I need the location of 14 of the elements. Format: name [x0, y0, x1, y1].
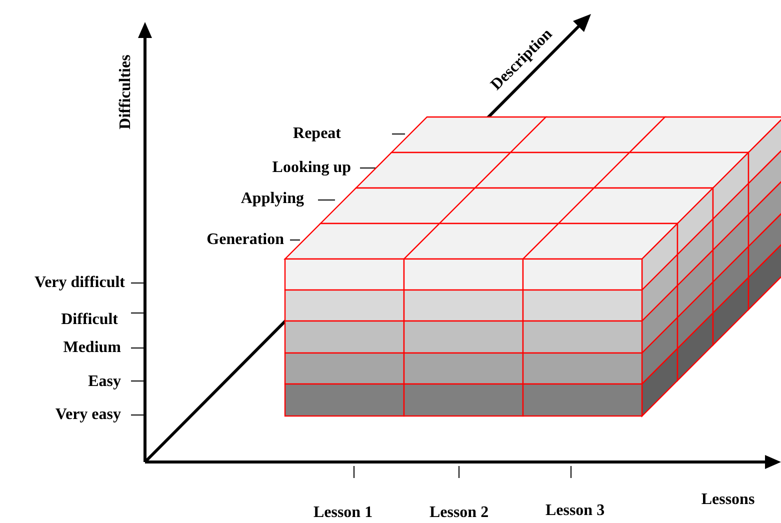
tick-label: Lesson 1 — [313, 505, 373, 521]
tick-label: Lesson 3 — [545, 503, 605, 519]
tick-label: Medium — [63, 340, 121, 356]
tick-label: Generation — [206, 232, 284, 248]
tick-label: Difficult — [61, 312, 118, 328]
tick-label: Repeat — [293, 126, 341, 142]
axis-title: Lessons — [701, 492, 755, 508]
tick-label: Very difficult — [34, 275, 125, 291]
tick-label: Applying — [240, 191, 304, 207]
tick-label: Looking up — [272, 160, 351, 176]
tick-label: Lesson 2 — [429, 505, 489, 521]
tick-label: Easy — [88, 374, 121, 390]
axis-title: Difficulties — [118, 54, 134, 130]
tick-label: Very easy — [55, 407, 121, 423]
